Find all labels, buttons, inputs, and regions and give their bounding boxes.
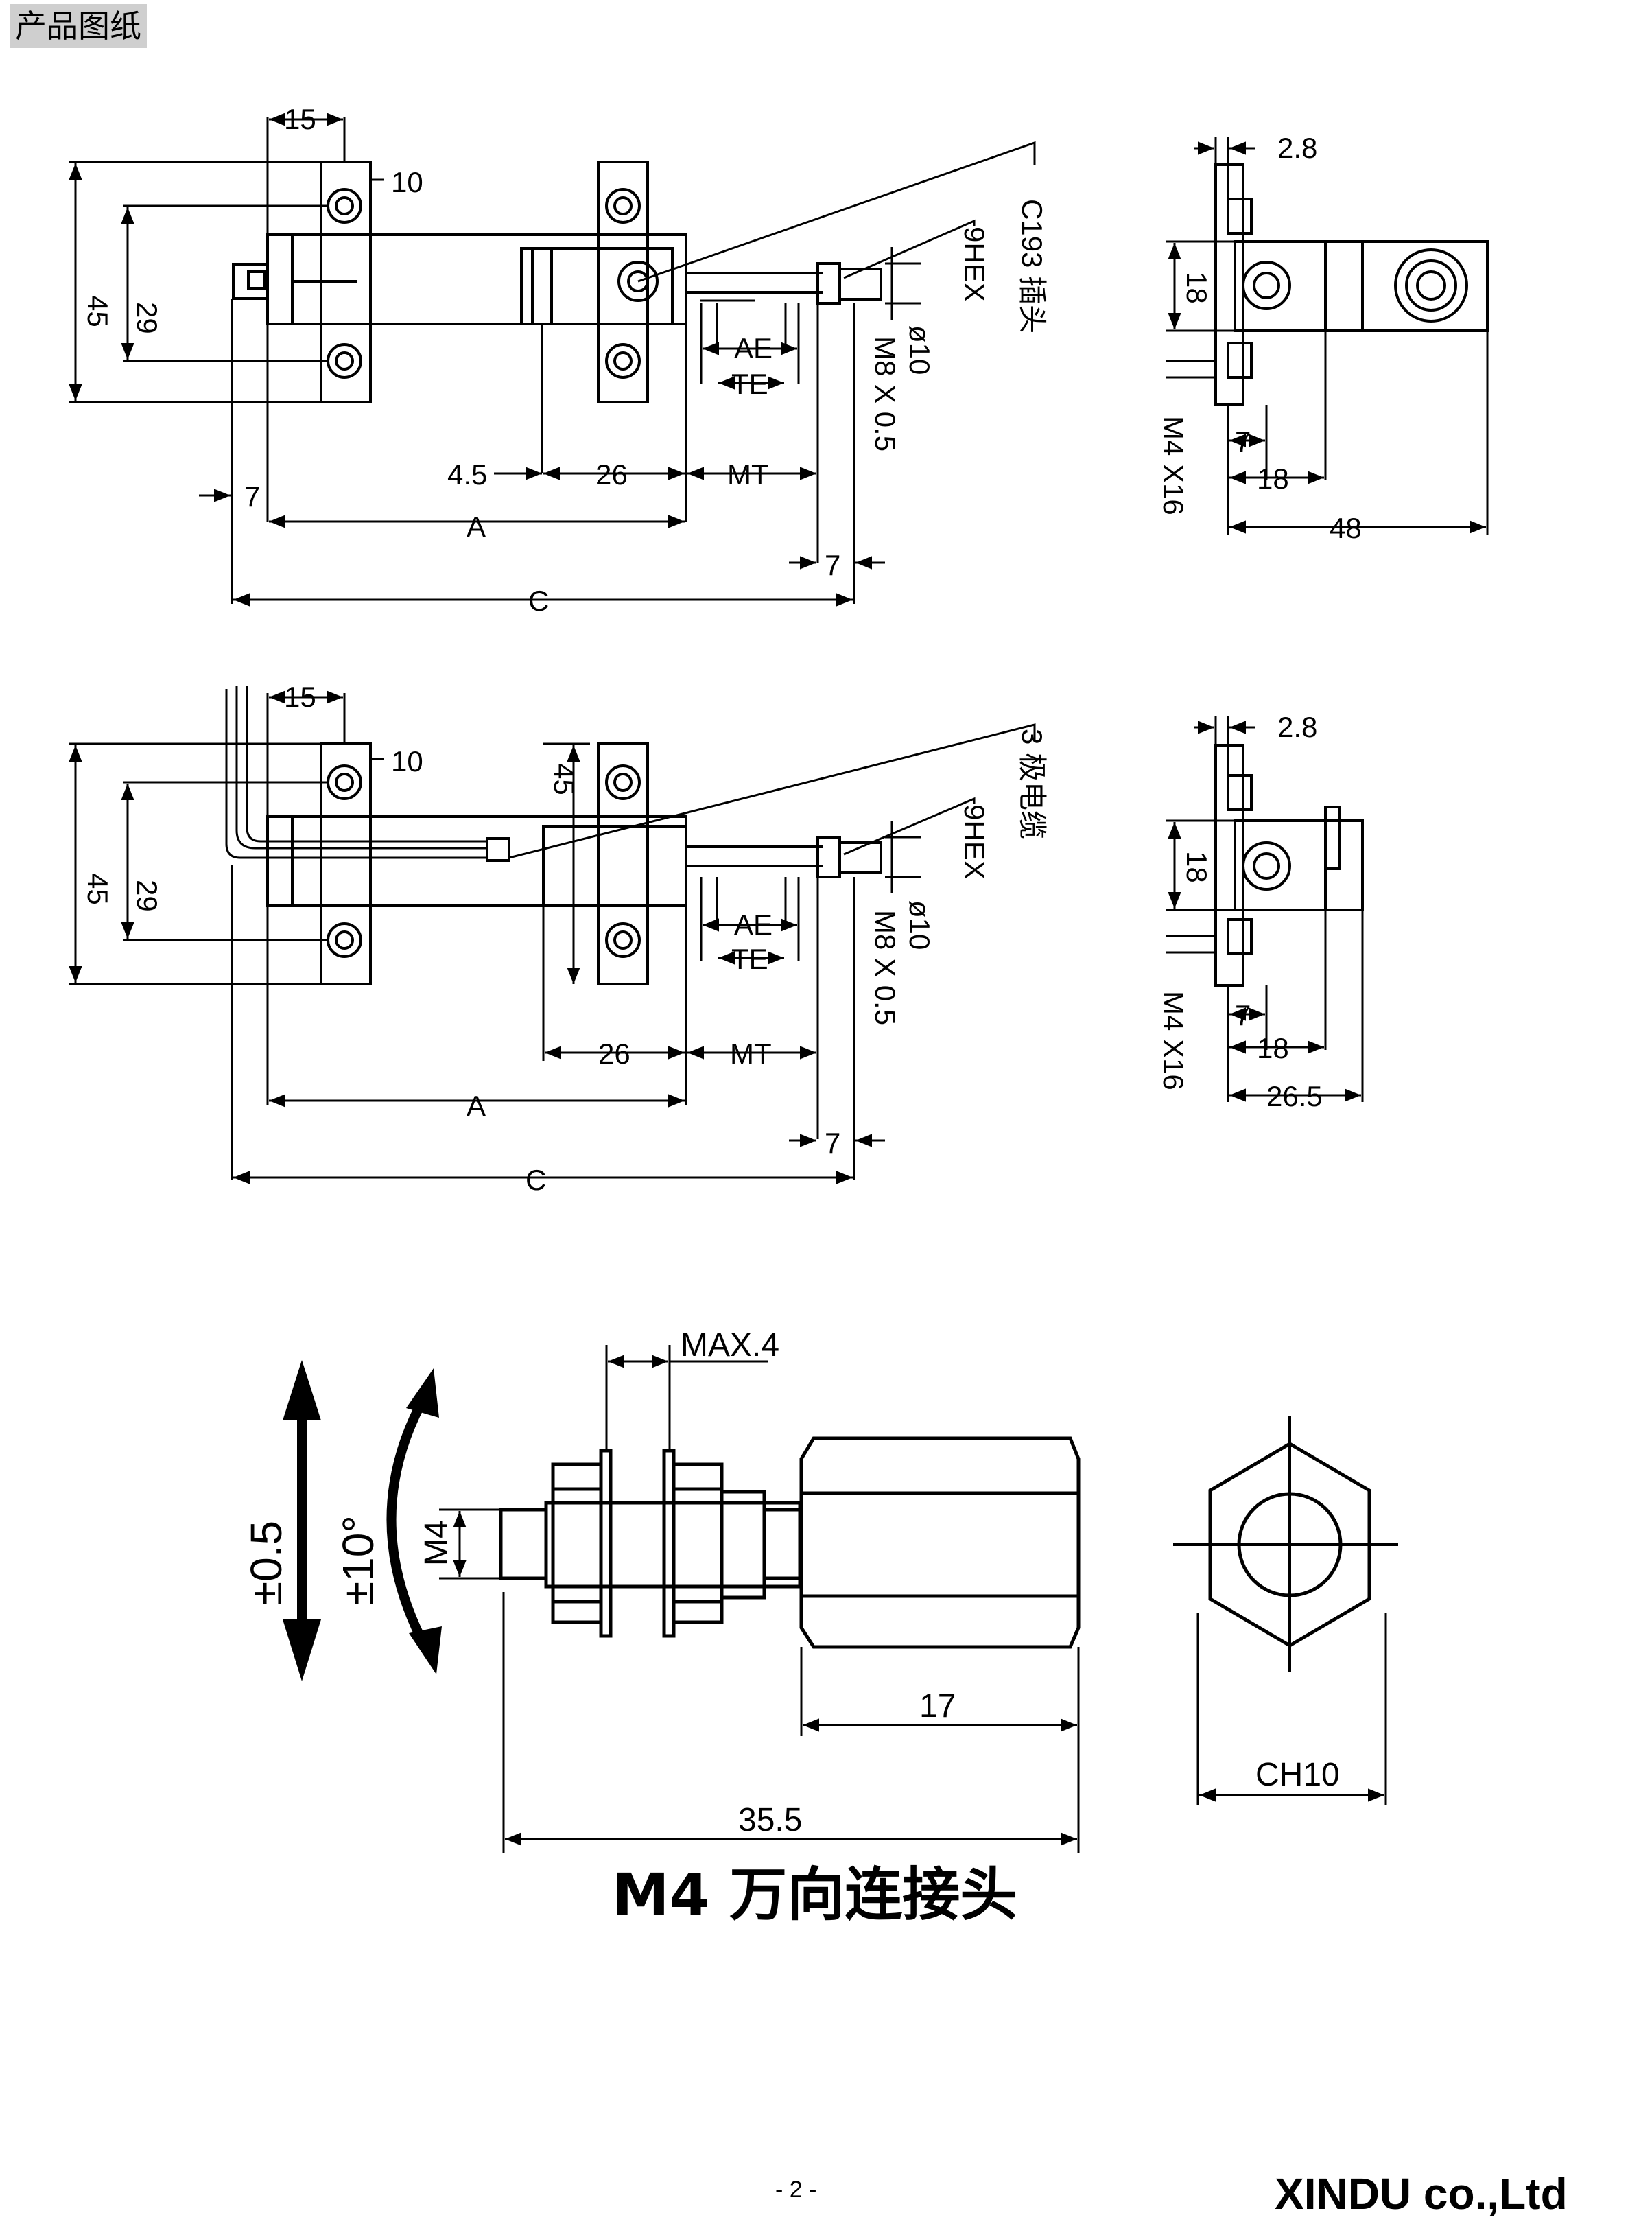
dim-7: 7 [244, 480, 260, 513]
dim-45: 45 [82, 295, 114, 327]
label-thread: M8 X 0.5 [869, 336, 901, 452]
dim-te: TE [731, 943, 768, 975]
side-view-connector-dims [1166, 137, 1489, 535]
dim-45-vertical: 45 [548, 763, 580, 795]
bracket-screw-icon [327, 764, 641, 958]
dim-17: 17 [919, 1688, 956, 1724]
page-number: - 2 - [775, 2177, 817, 2203]
company-brand: XINDU co.,Ltd [1275, 2169, 1568, 2219]
dim-10: 10 [391, 166, 423, 198]
label-9hex: 9HEX [958, 804, 991, 880]
dim-35-5: 35.5 [738, 1802, 802, 1838]
bracket-screw-icon [327, 188, 641, 379]
dim-26-5: 26.5 [1266, 1080, 1323, 1112]
dim-7-side: 7 [1235, 425, 1251, 458]
dim-mt: MT [730, 1038, 772, 1070]
label-m4x16: M4 X16 [1157, 416, 1190, 515]
side-view-cable-dims [1166, 716, 1364, 1102]
dim-2-8: 2.8 [1277, 711, 1317, 743]
dim-26: 26 [598, 1038, 630, 1070]
dim-18-vertical: 18 [1181, 851, 1213, 883]
dim-26: 26 [595, 458, 628, 491]
label-dia10: ø10 [904, 325, 936, 375]
front-view-connector-text: 15 10 45 29 4.5 26 MT 7 A 7 C AE TE C193… [82, 103, 1048, 617]
rotation-arrow-icon [386, 1368, 442, 1674]
dim-mt: MT [727, 458, 769, 491]
side-view-connector-text: 2.8 18 7 18 48 M4 X16 [1157, 132, 1362, 544]
universal-joint [283, 1360, 1398, 1681]
dim-18-side: 18 [1257, 463, 1289, 495]
label-pm05: ±0.5 [241, 1521, 291, 1606]
dim-ae: AE [734, 909, 772, 941]
label-dia10: ø10 [904, 900, 936, 950]
dim-29: 29 [131, 880, 163, 912]
dim-c: C [526, 1164, 546, 1196]
label-connector: C193 插头 [1016, 199, 1048, 333]
dim-m4: M4 [418, 1520, 455, 1566]
universal-joint-text: MAX.4 M4 17 35.5 CH10 ±0.5 ±10° M4 万向连接头 [241, 1327, 1340, 1928]
dim-2-8: 2.8 [1277, 132, 1317, 164]
dim-29: 29 [131, 302, 163, 334]
dim-10: 10 [391, 745, 423, 777]
universal-joint-dims [439, 1345, 1387, 1853]
dim-7-side: 7 [1235, 999, 1251, 1031]
front-view-cable-text: 15 10 45 29 45 26 MT A 7 C AE TE 3 极电缆 9… [82, 681, 1048, 1196]
vertical-motion-arrow-icon [283, 1360, 321, 1681]
front-view-cable [225, 686, 882, 1180]
dim-max4: MAX.4 [681, 1327, 779, 1363]
dim-4-5: 4.5 [447, 458, 487, 491]
dim-a: A [467, 511, 486, 543]
connector-block [520, 247, 674, 325]
dim-15: 15 [284, 681, 316, 713]
side-view-cable [1214, 744, 1364, 987]
label-m4x16: M4 X16 [1157, 991, 1190, 1090]
dim-7-end: 7 [825, 549, 840, 581]
dim-c: C [528, 585, 549, 617]
dim-ae: AE [734, 332, 772, 364]
dim-15: 15 [284, 103, 316, 135]
label-cable: 3 极电缆 [1016, 729, 1048, 839]
caption-universal-joint: M4 万向连接头 [612, 1861, 1017, 1928]
dim-18-vertical: 18 [1181, 272, 1213, 304]
label-thread: M8 X 0.5 [869, 910, 901, 1025]
dim-45: 45 [82, 873, 114, 905]
label-9hex: 9HEX [958, 226, 991, 302]
dim-ch10: CH10 [1255, 1757, 1340, 1793]
dim-a: A [467, 1090, 486, 1122]
dim-7-end: 7 [825, 1127, 840, 1159]
side-view-connector [1214, 163, 1489, 406]
front-view-connector [231, 161, 882, 604]
dim-48: 48 [1330, 512, 1362, 544]
side-view-cable-text: 2.8 18 7 18 26.5 M4 X16 [1157, 711, 1323, 1112]
front-view-cable-dims [69, 690, 1036, 1184]
dim-te: TE [731, 368, 768, 400]
dim-18-side: 18 [1257, 1032, 1289, 1064]
front-view-connector-dims [69, 113, 1036, 607]
header-tag: 产品图纸 [10, 4, 147, 48]
label-pm10deg: ±10° [333, 1515, 383, 1606]
